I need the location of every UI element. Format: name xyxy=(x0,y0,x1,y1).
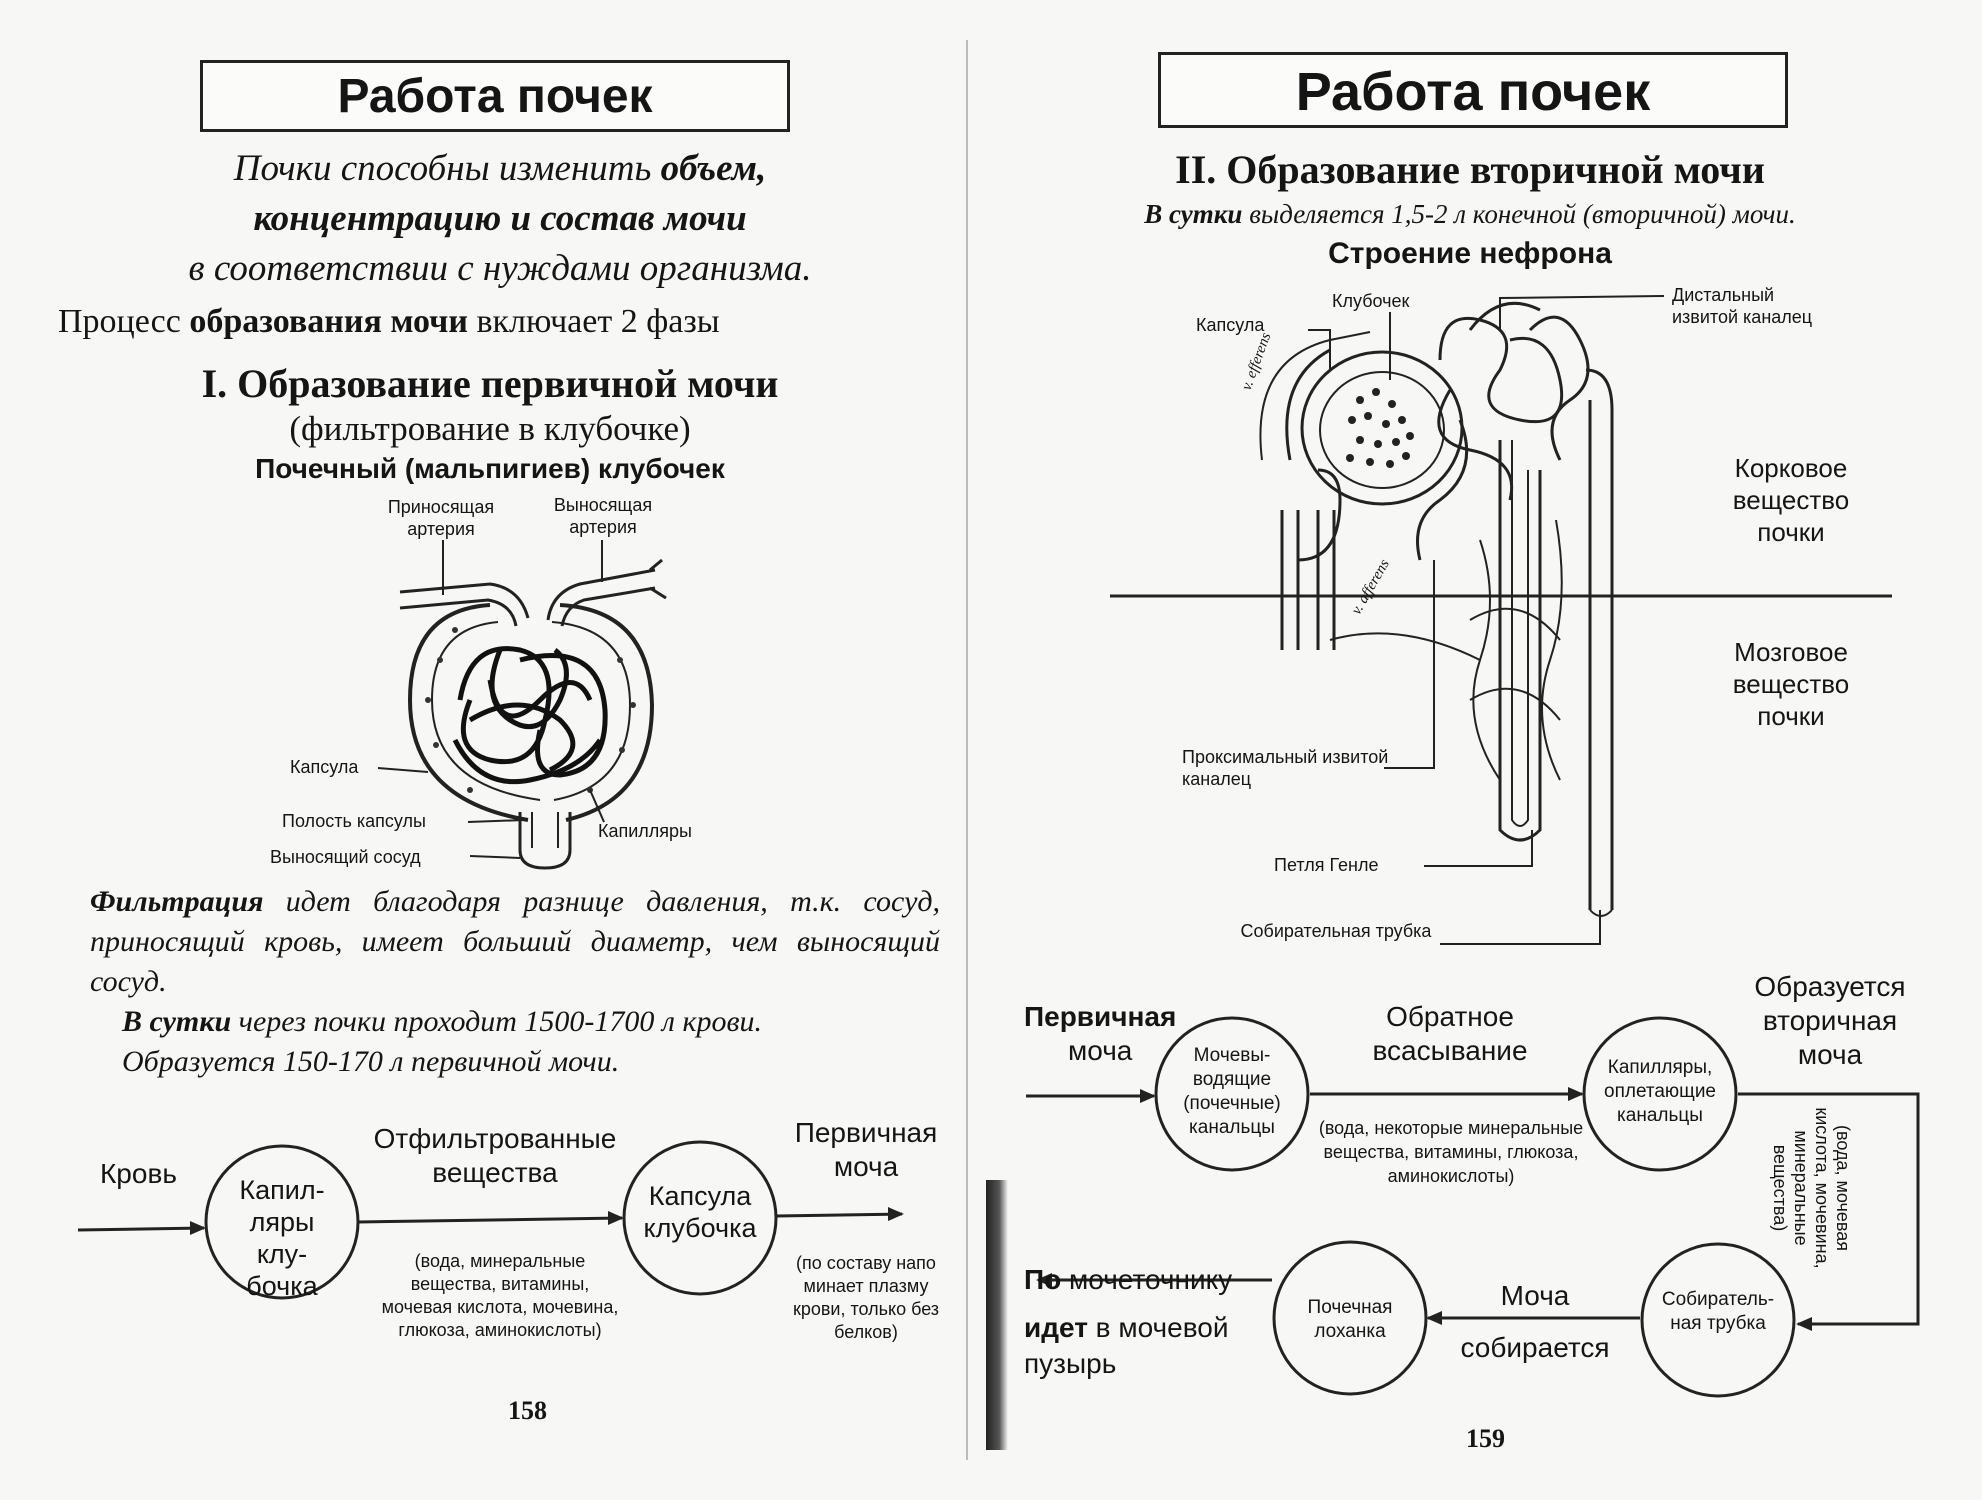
label-capillaries: Капилляры xyxy=(598,821,692,841)
label-v-efferens: v. efferens xyxy=(1238,330,1275,393)
label-v-afferens: v. afferens xyxy=(1348,556,1393,618)
left-page-number: 158 xyxy=(508,1396,547,1425)
intro-line-1: Почки способны изменить объем, xyxy=(233,148,767,189)
daily-blood-text: В сутки через почки проходит 1500-1700 л… xyxy=(122,1005,763,1038)
capillaries-node-label: Капил- ляры клу- бочка xyxy=(239,1175,325,1301)
capsule-node-label: Капсула клубочка xyxy=(643,1181,757,1243)
daily-urine-text: В сутки выделяется 1,5-2 л конечной (вто… xyxy=(1144,199,1796,229)
label-collecting-duct: Собирательная трубка xyxy=(1240,921,1432,941)
collecting-duct-node-label: Собиратель- ная трубка xyxy=(1661,1289,1775,1334)
capillaries-node-label-right: Капилляры, оплетающие канальцы xyxy=(1604,1057,1716,1126)
primary-urine-word-1: Первичная xyxy=(1024,1001,1177,1032)
primary-urine-word-2: моча xyxy=(1068,1035,1133,1066)
process-line: Процесс образования мочи включает 2 фазы xyxy=(58,303,720,340)
filtration-text: Фильтрация идет благодаря разнице давлен… xyxy=(90,882,940,1082)
primary-urine-volume-text: Образуется 150-170 л первичной мочи. xyxy=(122,1045,620,1078)
label-nephron-capsule: Капсула xyxy=(1196,315,1265,335)
phase1-subtitle: (фильтрование в клубочке) xyxy=(289,409,691,448)
primary-urine-label: Первичная моча xyxy=(794,1117,938,1182)
right-page-number: 159 xyxy=(1466,1424,1505,1453)
secondary-urine-formed-label: Образуется вторичная моча xyxy=(1754,971,1906,1070)
left-page-header: Работа почек xyxy=(200,60,790,132)
filtration-paragraph: Фильтрация идет благодаря разнице давлен… xyxy=(90,885,940,998)
intro-line-3: в соответствии с нуждами организма. xyxy=(188,248,812,289)
bladder-line: идет в мочевой пузырь xyxy=(1024,1312,1229,1379)
urine-collects-label: Моча собирается xyxy=(1460,1280,1610,1363)
secondary-urine-side-note: (вода, мочевая кислота, мочевина, минера… xyxy=(1770,1107,1853,1269)
phase2-title: II. Образование вторичной мочи xyxy=(1175,147,1765,192)
label-proximal-tubule: Проксимальный извитой каналец xyxy=(1182,747,1389,789)
left-intro: Почки способны изменить объем, концентра… xyxy=(80,144,920,294)
renal-pelvis-node-label: Почечная лоханка xyxy=(1307,1297,1393,1342)
label-capsule-cavity: Полость капсулы xyxy=(282,811,426,831)
label-afferent-artery: Приносящая артерия xyxy=(387,497,495,539)
blood-label: Кровь xyxy=(100,1158,177,1189)
label-medulla: Мозговое вещество почки xyxy=(1732,637,1850,731)
label-efferent-artery: Выносящая артерия xyxy=(553,495,653,537)
label-cortex: Корковое вещество почки xyxy=(1732,453,1850,547)
page-fold-shadow xyxy=(986,1180,1008,1450)
right-page-header: Работа почек xyxy=(1158,52,1788,128)
intro-line-2: концентрацию и состав мочи xyxy=(253,198,747,239)
filtered-substances-label: Отфильтрованные вещества xyxy=(373,1123,617,1188)
label-loop-of-henle: Петля Генле xyxy=(1274,855,1379,875)
phase1-title: I. Образование первичной мочи xyxy=(201,361,779,406)
label-efferent-vessel: Выносящий сосуд xyxy=(270,847,421,867)
label-distal-tubule: Дистальный извитой каналец xyxy=(1672,285,1813,327)
primary-urine-note: (по составу напо минает плазму крови, то… xyxy=(792,1253,940,1342)
page-spine xyxy=(966,40,968,1460)
reabsorption-note: (вода, некоторые минеральные вещества, в… xyxy=(1318,1118,1584,1186)
glomerulus-diagram-title: Почечный (мальпигиев) клубочек xyxy=(255,453,725,484)
nephron-diagram-title: Строение нефрона xyxy=(1328,237,1612,270)
primary-urine-input-label: Первичная моча xyxy=(1024,1000,1204,1068)
reabsorption-label: Обратное всасывание xyxy=(1372,1001,1528,1066)
label-capsule: Капсула xyxy=(290,757,359,777)
tubules-node-label: Мочевы- водящие (почечные) канальцы xyxy=(1183,1045,1281,1138)
filtered-substances-note: (вода, минеральные вещества, витамины, м… xyxy=(381,1251,619,1340)
label-glomerulus: Клубочек xyxy=(1332,291,1410,311)
ureter-output-label: По мочеточнику идет в мочевой пузырь xyxy=(1024,1262,1274,1382)
ureter-line: По мочеточнику xyxy=(1024,1264,1233,1295)
